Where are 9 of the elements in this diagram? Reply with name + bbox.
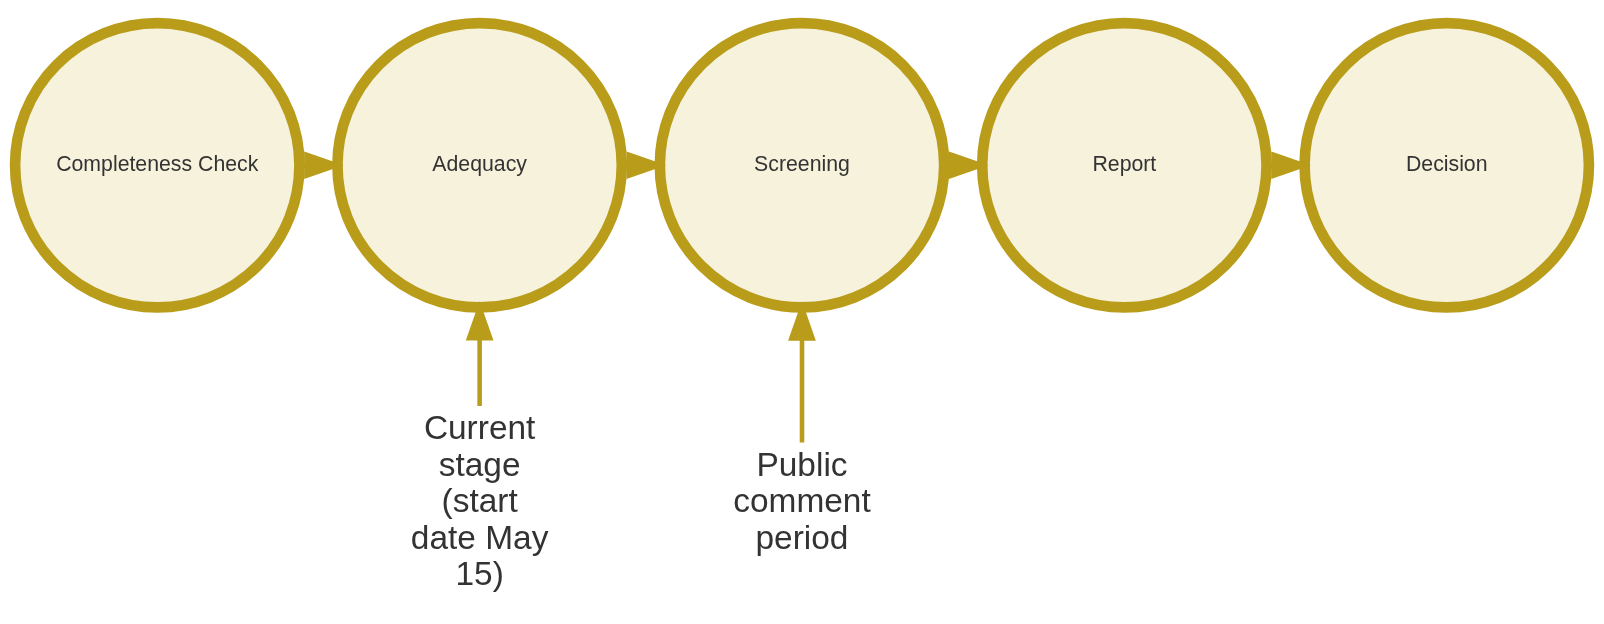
node-text: Current stage (start date May 15) [410,409,549,593]
node-text: Public comment period [733,445,871,556]
arrow [626,151,667,180]
node-circle: Decision [1299,17,1595,313]
arrow [788,301,816,443]
arrow [1271,151,1311,180]
arrow [304,151,344,180]
arrow [948,151,989,180]
arrow [465,300,494,406]
